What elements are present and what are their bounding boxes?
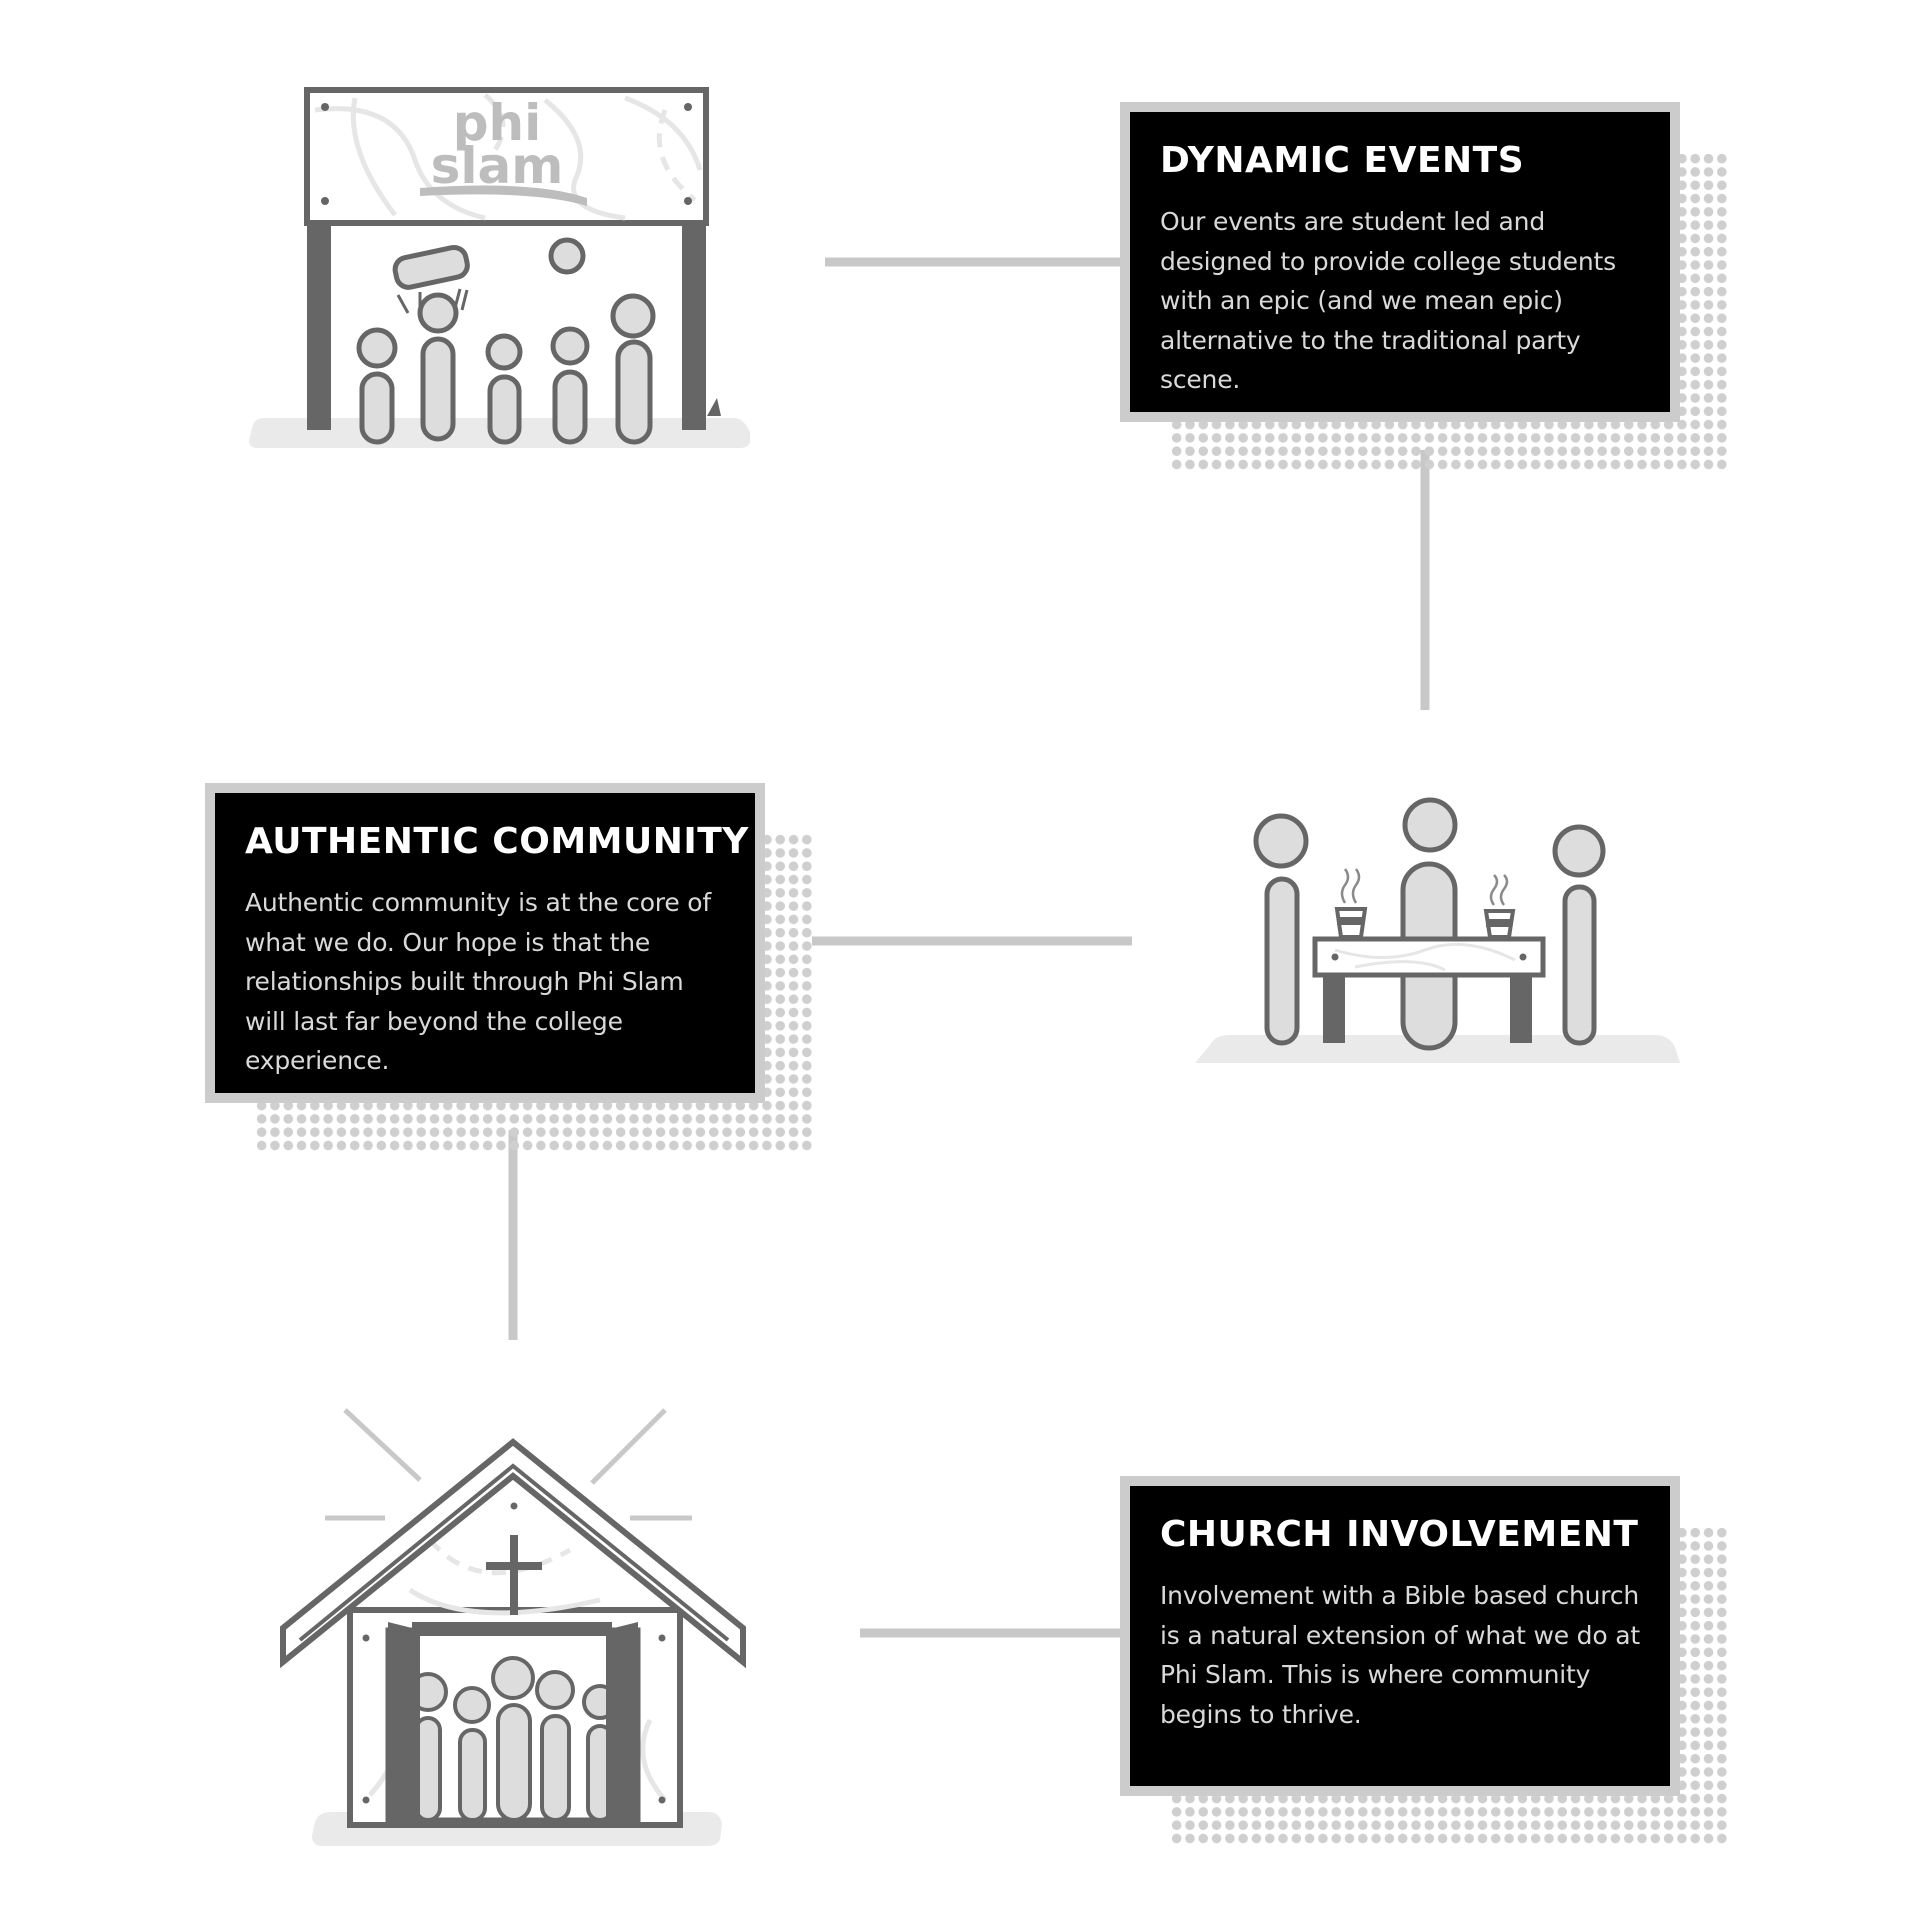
- card-panel: AUTHENTIC COMMUNITY Authentic community …: [205, 783, 765, 1103]
- card-panel: DYNAMIC EVENTS Our events are student le…: [1120, 102, 1680, 422]
- community-table-icon: [1195, 797, 1680, 1063]
- card-title: AUTHENTIC COMMUNITY: [245, 821, 749, 862]
- dynamic-events-card: DYNAMIC EVENTS Our events are student le…: [1120, 102, 1730, 472]
- card-text: Authentic community is at the core of wh…: [245, 888, 711, 1075]
- authentic-community-card: AUTHENTIC COMMUNITY Authentic community …: [205, 783, 815, 1153]
- sign-line-2: slam: [431, 137, 564, 195]
- card-text: Involvement with a Bible based church is…: [1160, 1581, 1640, 1729]
- cross-icon: [486, 1535, 542, 1615]
- church-icon: [280, 1408, 746, 1846]
- event-stage-icon: phi slam: [249, 87, 750, 448]
- card-text: Our events are student led and designed …: [1160, 207, 1616, 394]
- card-panel: CHURCH INVOLVEMENT Involvement with a Bi…: [1120, 1476, 1680, 1796]
- sign-line-1: phi: [453, 94, 542, 152]
- church-involvement-card: CHURCH INVOLVEMENT Involvement with a Bi…: [1120, 1476, 1730, 1846]
- card-title: CHURCH INVOLVEMENT: [1160, 1514, 1639, 1555]
- card-title: DYNAMIC EVENTS: [1160, 140, 1525, 181]
